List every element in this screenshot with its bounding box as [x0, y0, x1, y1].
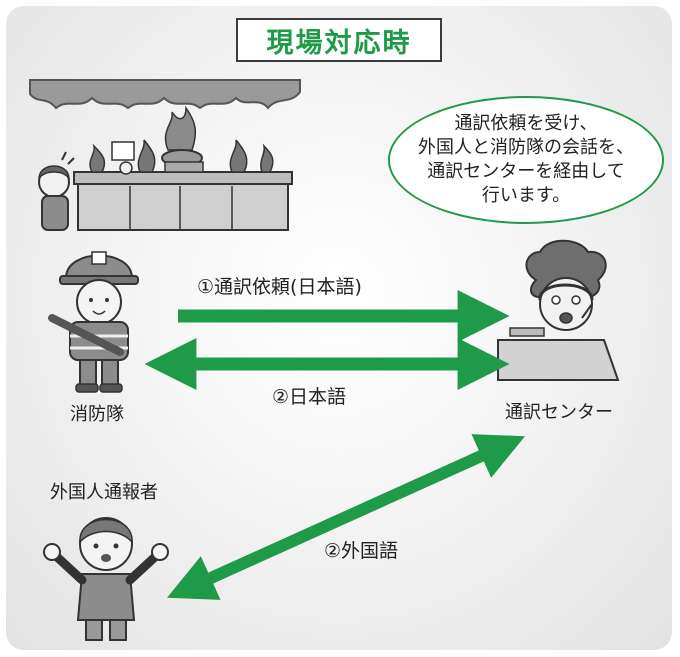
firefighter-icon [48, 251, 139, 393]
kitchen-fire-scene-icon [29, 79, 301, 231]
japanese-arrow-label: ②日本語 [272, 386, 347, 408]
request-arrow-label: ①通訳依頼(日本語) [197, 276, 362, 298]
interpreter-operator-icon [497, 239, 620, 381]
foreign-caller-icon [43, 517, 169, 641]
firefighters-label: 消防隊 [70, 404, 124, 425]
foreign-caller-label: 外国人通報者 [50, 482, 158, 503]
bubble-line: 通訳依頼を受け、 [454, 113, 598, 134]
speech-bubble: 通訳依頼を受け、 外国人と消防隊の会話を、 通訳センターを経由して 行います。 [388, 96, 664, 224]
bubble-line: 外国人と消防隊の会話を、 [418, 137, 634, 158]
foreign-arrow-label: ②外国語 [324, 540, 399, 562]
page-title: 現場対応時 [236, 18, 442, 62]
bubble-line: 通訳センターを経由して [427, 161, 625, 182]
speech-bubble-text: 通訳依頼を受け、 外国人と消防隊の会話を、 通訳センターを経由して 行います。 [418, 112, 634, 208]
foreign-language-double-arrow [167, 434, 525, 600]
interpretation-center-label: 通訳センター [505, 402, 613, 423]
bubble-line: 行います。 [481, 185, 571, 206]
